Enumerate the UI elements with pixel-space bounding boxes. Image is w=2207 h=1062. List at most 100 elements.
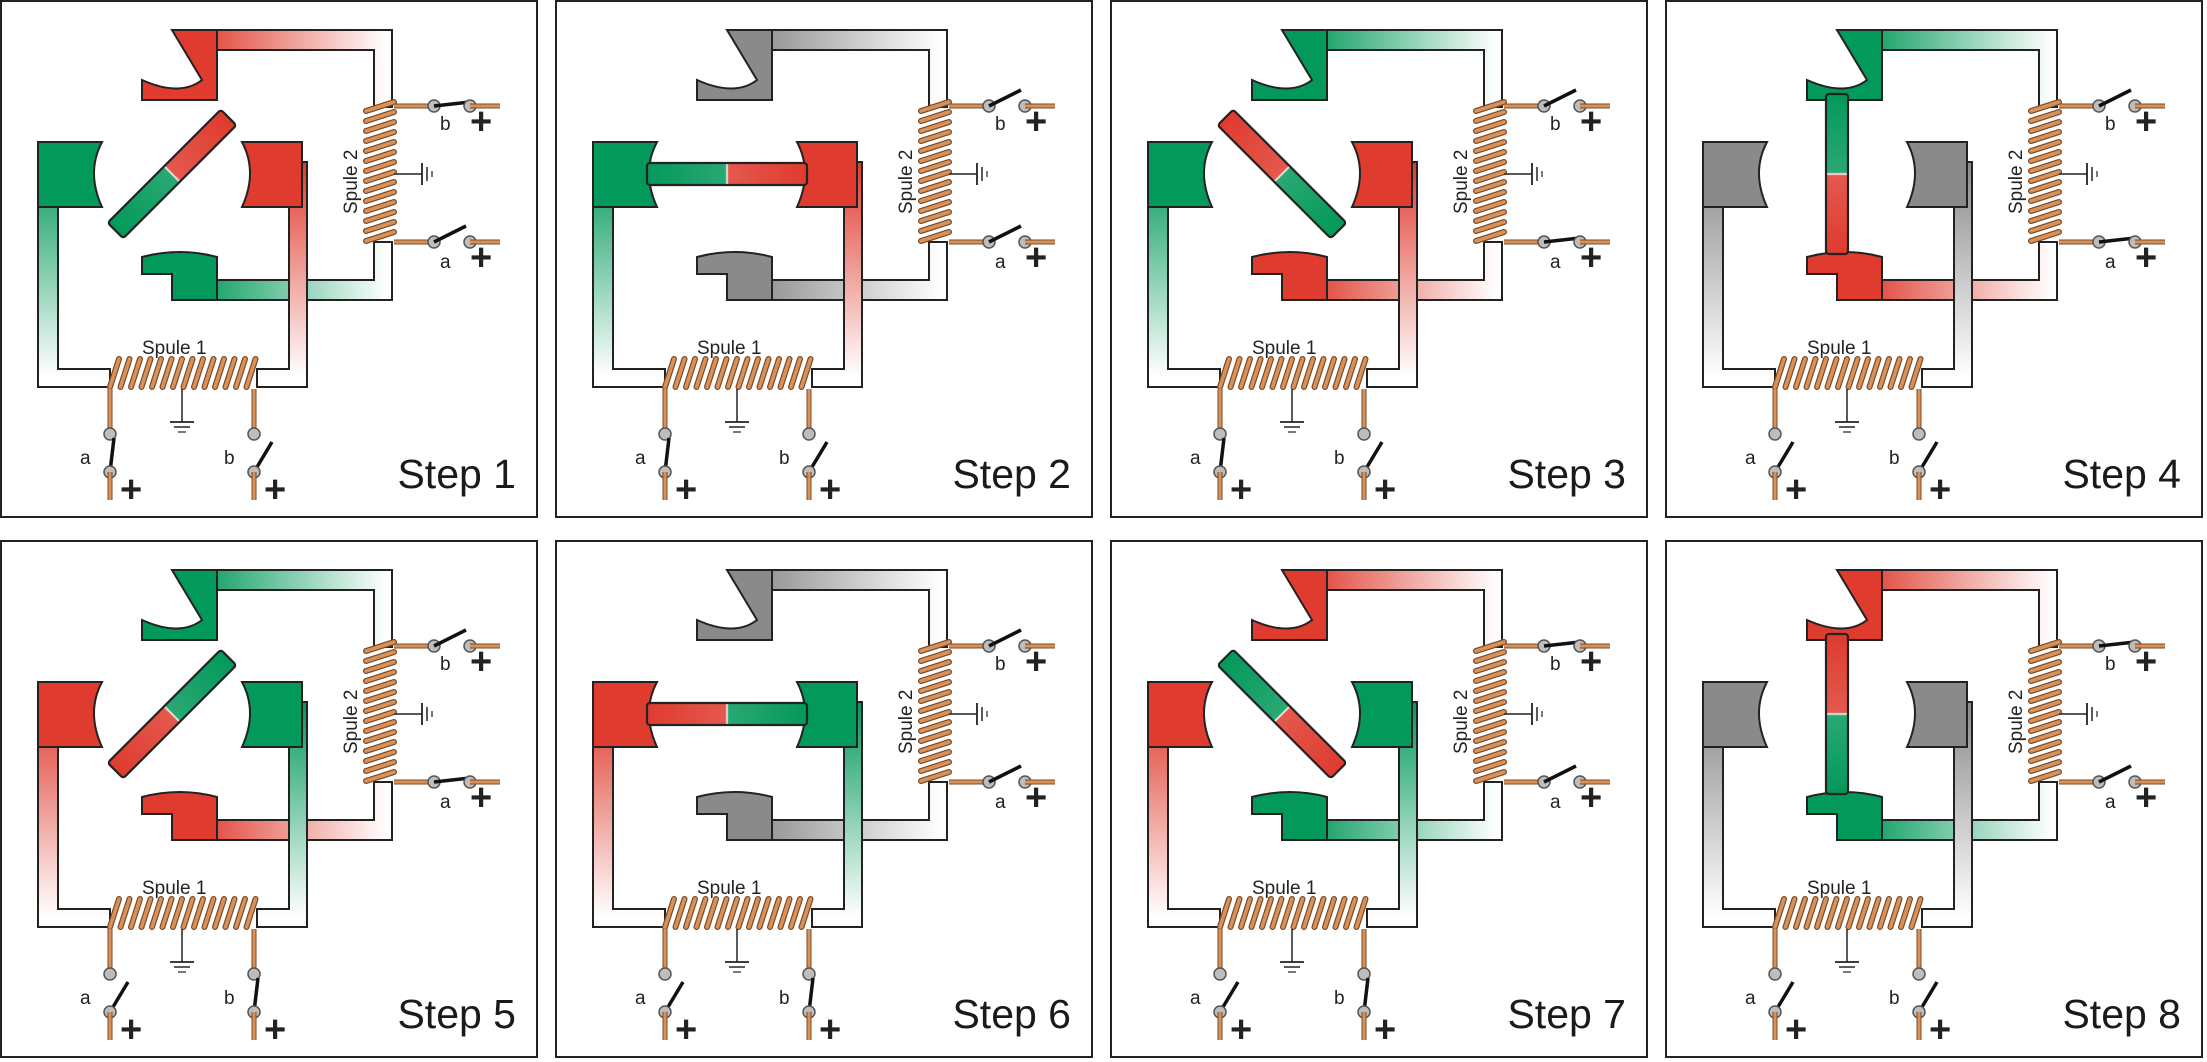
coil-2-windings [1473,99,1507,244]
coil-1-label: Spule 1 [142,338,206,359]
coil-1-terminal-a: a [635,988,646,1009]
pole-right [1350,141,1413,208]
pole-bottom [141,791,218,841]
coil-2-plus-a: + [470,237,492,279]
pole-bottom [1251,791,1328,841]
pole-top [696,569,773,641]
pole-bottom [1251,251,1328,301]
step-label: Step 5 [397,991,516,1037]
coil-2-windings [2028,639,2062,784]
pole-right [240,681,303,748]
pole-left [37,681,104,748]
coil-2-label: Spule 2 [896,690,917,754]
coil-2-plus-a: + [470,777,492,819]
coil-2-terminal-b: b [995,114,1006,135]
stator-top-yoke [1856,569,2058,648]
rotor-bar [1824,632,1850,796]
coil-1-terminal-a: a [1190,988,1201,1009]
coil-2-terminal-b: b [2105,114,2116,135]
coil-2-terminal-a: a [1550,792,1561,813]
step-label: Step 7 [1507,991,1626,1037]
coil-2-plus-a: + [1025,237,1047,279]
coil-2-terminal-b: b [440,654,451,675]
coil-1-plus-a: + [120,469,142,511]
coil-1-label: Spule 1 [1807,878,1871,899]
coil-2-terminal-b: b [1550,114,1561,135]
coil-1-windings [1217,356,1369,390]
coil-1-plus-b: + [264,1009,286,1051]
motor-schematic: Spule 1 a b + + Spule 2 b a + + [1702,569,2165,1051]
coil-2-plus-b: + [1580,641,1602,683]
coil-2-terminal-a: a [995,792,1006,813]
coil-1-terminal-b: b [1889,988,1900,1009]
pole-bottom [1806,251,1883,301]
coil-1-terminal-a: a [1745,448,1756,469]
coil-1-plus-b: + [1374,1009,1396,1051]
coil-1-plus-a: + [1785,469,1807,511]
coil-1-plus-a: + [120,1009,142,1051]
coil-1-plus-a: + [1785,1009,1807,1051]
step-label: Step 1 [397,451,516,497]
coil-2-plus-a: + [1580,777,1602,819]
motor-schematic: Spule 1 a b + + Spule 2 b a + + [37,569,500,1051]
coil-1-terminal-b: b [224,988,235,1009]
stator-top-yoke [1301,29,1503,108]
step-panel: Spule 1 a b + + Spule 2 b a + + Step 8 [1665,540,2203,1058]
step-panel: Spule 1 a b + + Spule 2 b a + + Step 3 [1110,0,1648,518]
coil-1-terminal-a: a [1745,988,1756,1009]
rotor-bar [645,161,809,187]
step-panel: Spule 1 a b + + Spule 2 b a + + Step 7 [1110,540,1648,1058]
coil-2-windings [363,99,397,244]
coil-1-label: Spule 1 [1252,338,1316,359]
rotor-bar [1217,649,1347,779]
step-panel: Spule 1 a b + + Spule 2 b a + + Step 5 [0,540,538,1058]
step-panel: Spule 1 a b + + Spule 2 b a + + Step 6 [555,540,1093,1058]
coil-1-plus-b: + [1929,469,1951,511]
coil-1-label: Spule 1 [1252,878,1316,899]
coil-2-terminal-a: a [2105,792,2116,813]
coil-2-terminal-b: b [2105,654,2116,675]
coil-1-label: Spule 1 [697,878,761,899]
coil-2-plus-b: + [1025,101,1047,143]
coil-2-terminal-a: a [995,252,1006,273]
pole-top [1806,569,1883,641]
motor-schematic: Spule 1 a b + + Spule 2 b a + + [37,29,500,511]
coil-1-plus-a: + [1230,469,1252,511]
coil-2-windings [918,99,952,244]
motor-schematic: Spule 1 a b + + Spule 2 b a + + [1147,29,1610,511]
pole-top [1251,569,1328,641]
pole-left [1147,141,1214,208]
pole-left [1147,681,1214,748]
coil-2-windings [918,639,952,784]
coil-1-terminal-a: a [1190,448,1201,469]
coil-1-windings [662,896,814,930]
coil-1-terminal-b: b [1334,448,1345,469]
pole-top [1251,29,1328,101]
step-label: Step 3 [1507,451,1626,497]
coil-2-label: Spule 2 [1451,150,1472,214]
coil-2-plus-b: + [2135,101,2157,143]
pole-left [1702,681,1769,748]
pole-top [141,29,218,101]
pole-top [1806,29,1883,101]
coil-2-windings [1473,639,1507,784]
coil-1-plus-b: + [264,469,286,511]
stator-top-yoke [191,569,393,648]
coil-1-label: Spule 1 [697,338,761,359]
coil-1-plus-a: + [675,469,697,511]
coil-2-plus-a: + [1580,237,1602,279]
coil-2-plus-a: + [2135,777,2157,819]
coil-1-terminal-a: a [80,448,91,469]
coil-2-terminal-a: a [440,792,451,813]
coil-2-terminal-b: b [1550,654,1561,675]
pole-top [141,569,218,641]
coil-1-windings [107,356,259,390]
coil-2-terminal-a: a [2105,252,2116,273]
coil-2-label: Spule 2 [341,150,362,214]
motor-schematic: Spule 1 a b + + Spule 2 b a + + [592,29,1055,511]
rotor-bar [645,701,809,727]
coil-2-plus-b: + [470,641,492,683]
coil-2-plus-b: + [1580,101,1602,143]
coil-1-terminal-b: b [779,448,790,469]
pole-right [1905,681,1968,748]
